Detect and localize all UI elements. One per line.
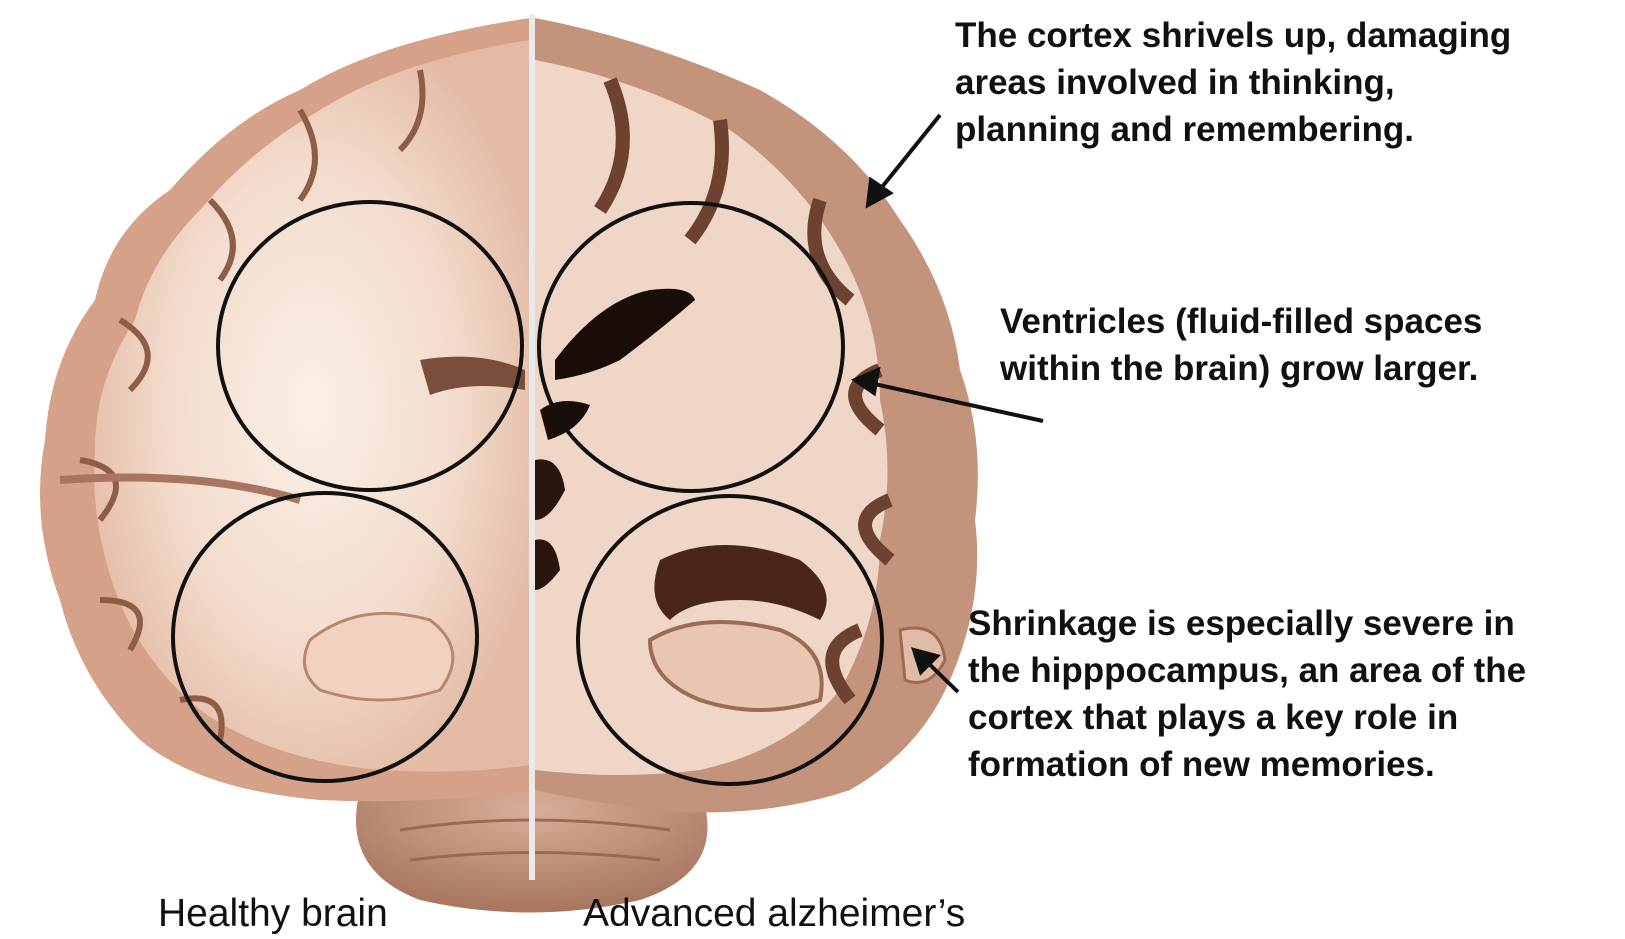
- healthy-hemisphere: [40, 18, 530, 801]
- annotation-hippocampus-line: cortex that plays a key role in: [968, 694, 1526, 741]
- annotation-cortex-line: areas involved in thinking,: [955, 59, 1511, 106]
- annotation-hippocampus-line: the hipppocampus, an area of the: [968, 647, 1526, 694]
- annotation-ventricles-line: within the brain) grow larger.: [1000, 345, 1482, 392]
- caption-advanced-alzheimers: Advanced alzheimer’s: [583, 892, 965, 936]
- arrow-cortex: [868, 115, 940, 205]
- alzheimers-hemisphere: [535, 18, 978, 813]
- caption-healthy-brain: Healthy brain: [158, 892, 388, 936]
- annotation-cortex: The cortex shrivels up, damaging areas i…: [955, 12, 1511, 153]
- annotation-hippocampus-line: Shrinkage is especially severe in: [968, 600, 1526, 647]
- annotation-cortex-line: The cortex shrivels up, damaging: [955, 12, 1511, 59]
- annotation-hippocampus: Shrinkage is especially severe in the hi…: [968, 600, 1526, 788]
- annotation-ventricles: Ventricles (fluid-filled spaces within t…: [1000, 298, 1482, 392]
- annotation-cortex-line: planning and remembering.: [955, 106, 1511, 153]
- annotation-hippocampus-line: formation of new memories.: [968, 741, 1526, 788]
- annotation-ventricles-line: Ventricles (fluid-filled spaces: [1000, 298, 1482, 345]
- midline-divider: [529, 14, 535, 880]
